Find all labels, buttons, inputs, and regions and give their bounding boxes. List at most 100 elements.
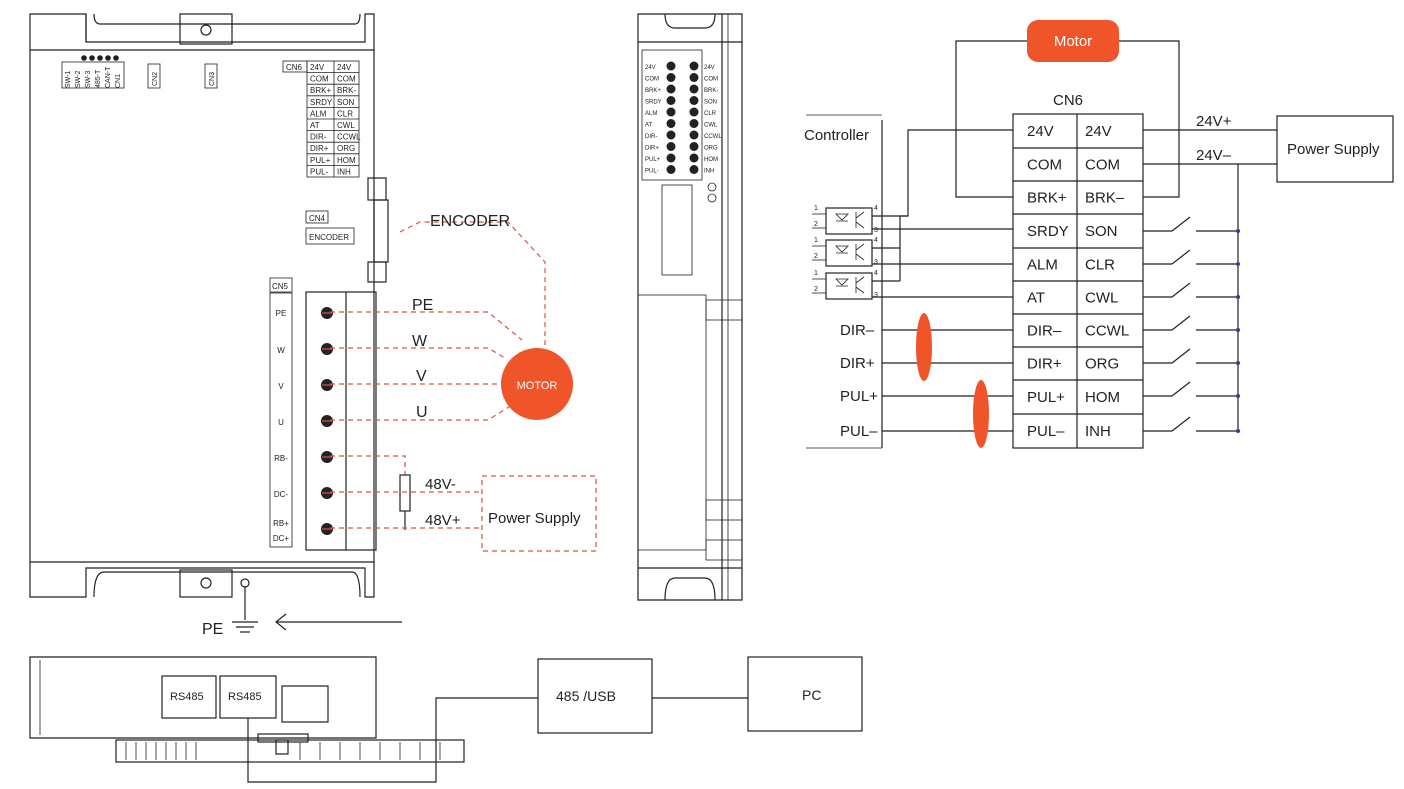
side-pin-dot (666, 84, 676, 94)
cn6-pin-label: CLR (337, 109, 353, 118)
signal-dir-minus: DIR– (840, 322, 875, 339)
opto-pin: 2 (814, 286, 818, 293)
cn6-pin-label: DIR- (310, 133, 327, 142)
cn6-right-pin: BRK– (1085, 190, 1125, 207)
brake-motor-box (1027, 20, 1119, 62)
opto-pin: 3 (874, 259, 878, 266)
cn4-label: CN4 (309, 214, 326, 223)
cn6-pin-label: 24V (337, 63, 352, 72)
cn6-pin-label: PUL- (310, 167, 329, 176)
cn6-left-pin: COM (1027, 157, 1062, 174)
switch-label: CAN-T (105, 66, 112, 88)
power-supply-24v: Power Supply (1287, 141, 1380, 158)
cn6-pin-label: BRK+ (310, 86, 331, 95)
signal-pul-plus: PUL+ (840, 388, 878, 405)
arrow-icon (275, 613, 402, 631)
side-pin-label: HOM (704, 157, 718, 163)
cn6-pin-label: ALM (310, 109, 327, 118)
v48-plus-label: 48V+ (425, 512, 461, 529)
driver-front-view: SW-1 SW-2 SW-3 485-T CAN-T CN1 CN2 CN3 C… (29, 13, 597, 638)
power-supply-48v: Power Supply (488, 510, 581, 527)
signal-pul-minus: PUL– (840, 423, 878, 440)
cn6-pin-label: DIR+ (310, 144, 329, 153)
cn6-pin-label: PUL+ (310, 156, 331, 165)
cn6-pin-label: COM (310, 75, 329, 84)
cn5-label: CN5 (272, 282, 289, 291)
cn5-pin-label: PE (276, 309, 287, 318)
wire-label-pe: PE (412, 297, 433, 314)
v24-minus-label: 24V– (1196, 147, 1232, 164)
pc-label: PC (802, 687, 821, 703)
wire-label-u: U (416, 404, 428, 421)
v48-minus-label: 48V- (425, 476, 456, 493)
cn6-left-pin: 24V (1027, 123, 1054, 140)
cn6-pin-label: SRDY (310, 98, 333, 107)
side-pin-label: PUL- (645, 169, 659, 175)
side-pin-label: DIR- (645, 134, 657, 140)
cn6-pin-label: 24V (310, 63, 325, 72)
switch-label: SW-3 (85, 71, 92, 88)
cn6-pin-label: COM (337, 75, 356, 84)
v24-plus-label: 24V+ (1196, 113, 1232, 130)
side-pin-dot (689, 119, 699, 128)
side-pin-dot (666, 142, 676, 151)
cn6-pin-label: HOM (337, 156, 356, 165)
cn5-pin-label: V (278, 382, 284, 391)
opto-pin: 1 (814, 270, 818, 277)
side-pin-dot (666, 96, 676, 105)
cn6-left-pin: AT (1027, 290, 1045, 307)
rs485-label-a: RS485 (170, 691, 204, 703)
cn6-right-pin: CWL (1085, 290, 1118, 307)
pe-ground-label: PE (202, 621, 223, 638)
side-pin-label: CCWL (704, 134, 722, 140)
side-pin-label: COM (704, 77, 718, 83)
side-pin-dot (666, 119, 676, 128)
side-pin-dot (689, 165, 699, 174)
cn6-right-pin: COM (1085, 157, 1120, 174)
cn6-left-pin: DIR+ (1027, 356, 1062, 373)
encoder-text: ENCODER (430, 213, 510, 230)
switch-label: 485-T (95, 69, 102, 88)
input-switch-icon (1143, 282, 1240, 299)
cn6-label: CN6 (286, 63, 303, 72)
cn6-right-pin: 24V (1085, 123, 1112, 140)
cn6-pin-label: AT (310, 121, 320, 130)
cn6-right-pin: HOM (1085, 389, 1120, 406)
cn6-left-pin: ALM (1027, 257, 1058, 274)
side-pin-dot (666, 73, 676, 82)
opto-pin: 3 (874, 292, 878, 299)
switch-label: CN1 (115, 74, 122, 88)
switch-label: SW-2 (75, 71, 82, 88)
side-pin-label: AT (645, 123, 653, 129)
cn5-pin-label: RB+ (273, 519, 289, 528)
cn5-pin-label: U (278, 418, 284, 427)
cn6-pin-label: BRK- (337, 86, 356, 95)
side-pin-label: SON (704, 100, 717, 106)
opto-pin: 4 (874, 237, 878, 244)
cn6-left-pin: DIR– (1027, 323, 1062, 340)
side-pin-dot (666, 130, 676, 140)
motor-circle (501, 348, 573, 420)
cn6-right-pin: ORG (1085, 356, 1119, 373)
cn6-right-pin: SON (1085, 223, 1118, 240)
input-switch-icon (1143, 315, 1240, 332)
side-pin-label: PUL+ (645, 157, 661, 163)
side-pin-dot (689, 107, 699, 117)
side-pin-dot (689, 142, 699, 151)
cn6-right-pin: INH (1085, 423, 1111, 440)
side-pin-label: ALM (645, 111, 657, 117)
side-pin-dot (689, 73, 699, 82)
cn6-right-pin: CLR (1085, 257, 1115, 274)
cn6-pin-label: CWL (337, 121, 355, 130)
side-pin-dot (689, 61, 699, 71)
opto-pin: 3 (874, 227, 878, 234)
cn4-encoder-label: ENCODER (309, 233, 349, 242)
side-pin-dot (689, 153, 699, 163)
cn6-left-pin: PUL+ (1027, 389, 1065, 406)
